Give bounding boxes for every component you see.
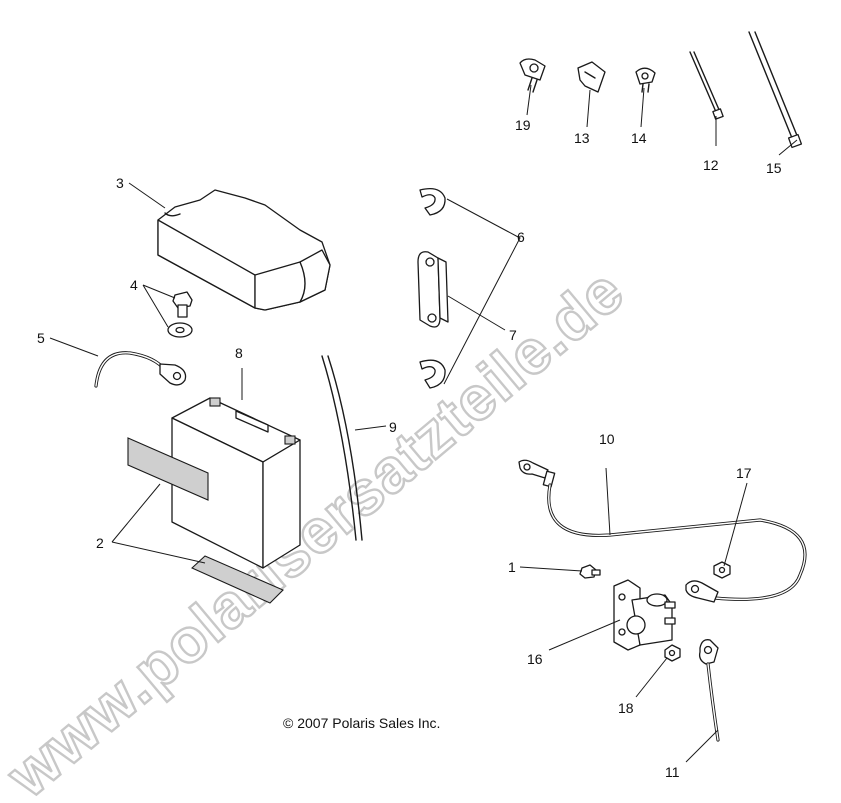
callout-4: 4 — [130, 277, 138, 293]
battery-clips — [419, 187, 446, 389]
nut-18 — [664, 644, 681, 662]
battery-label-pads — [127, 437, 284, 604]
callout-2: 2 — [96, 535, 104, 551]
battery-cable-short — [94, 351, 187, 388]
leader-lines — [49, 84, 798, 763]
callout-8: 8 — [235, 345, 243, 361]
callout-12: 12 — [703, 157, 719, 173]
battery-cable-10 — [518, 459, 807, 603]
callout-7: 7 — [509, 327, 517, 343]
callout-19: 19 — [515, 117, 531, 133]
wire-clip-13 — [577, 61, 606, 93]
battery-cable-11 — [698, 639, 720, 742]
callout-3: 3 — [116, 175, 124, 191]
battery — [171, 397, 301, 569]
callout-5: 5 — [37, 330, 45, 346]
callout-11: 11 — [665, 764, 680, 780]
callout-10: 10 — [599, 431, 615, 447]
callout-16: 16 — [527, 651, 543, 667]
wire-clip-14 — [635, 67, 656, 93]
callout-1: 1 — [508, 559, 516, 575]
callout-17: 17 — [736, 465, 752, 481]
callout-15: 15 — [766, 160, 782, 176]
callout-labels: 1 2 3 4 5 6 7 8 9 10 11 12 13 14 15 16 1… — [37, 117, 782, 780]
cable-tie-small — [689, 51, 724, 120]
callout-14: 14 — [631, 130, 647, 146]
nut-17 — [713, 561, 731, 579]
cable-tie-large — [748, 31, 803, 149]
callout-13: 13 — [574, 130, 590, 146]
vent-hose — [321, 355, 363, 541]
battery-strap — [417, 251, 449, 328]
wire-clip-19 — [519, 58, 546, 93]
screw — [579, 564, 601, 579]
callout-9: 9 — [389, 419, 397, 435]
callout-18: 18 — [618, 700, 634, 716]
copyright-notice: © 2007 Polaris Sales Inc. — [283, 715, 440, 731]
callout-6: 6 — [517, 229, 525, 245]
battery-cover — [157, 189, 331, 311]
starter-solenoid — [613, 579, 676, 651]
bolt-and-washer — [167, 291, 193, 338]
